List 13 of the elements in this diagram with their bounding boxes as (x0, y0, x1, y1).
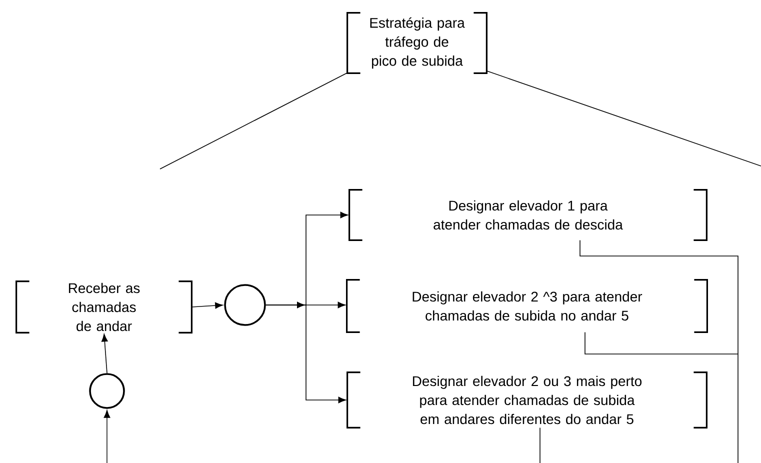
circle-node (224, 284, 266, 326)
bracket-box: Designar elevador 2 ou 3 mais perto para atender chamadas de subida em andares diferentes do andar 5 (346, 372, 708, 428)
bracket-box: Estratégia para tráfego de pico de subida (346, 12, 488, 74)
arrow (191, 302, 223, 309)
connector-line (584, 332, 738, 354)
bracket-box: Designar elevador 1 para atender chamadas de descida (348, 189, 708, 241)
arrow (101, 334, 108, 374)
circle-node (89, 373, 125, 409)
arrow (266, 304, 346, 404)
bracket-box: Designar elevador 2 ^3 para atender chamadas de subida no andar 5 (346, 279, 708, 333)
bracket-box: Receber as chamadas de andar (16, 280, 192, 334)
connector-line (580, 240, 738, 463)
arrow (104, 410, 110, 463)
